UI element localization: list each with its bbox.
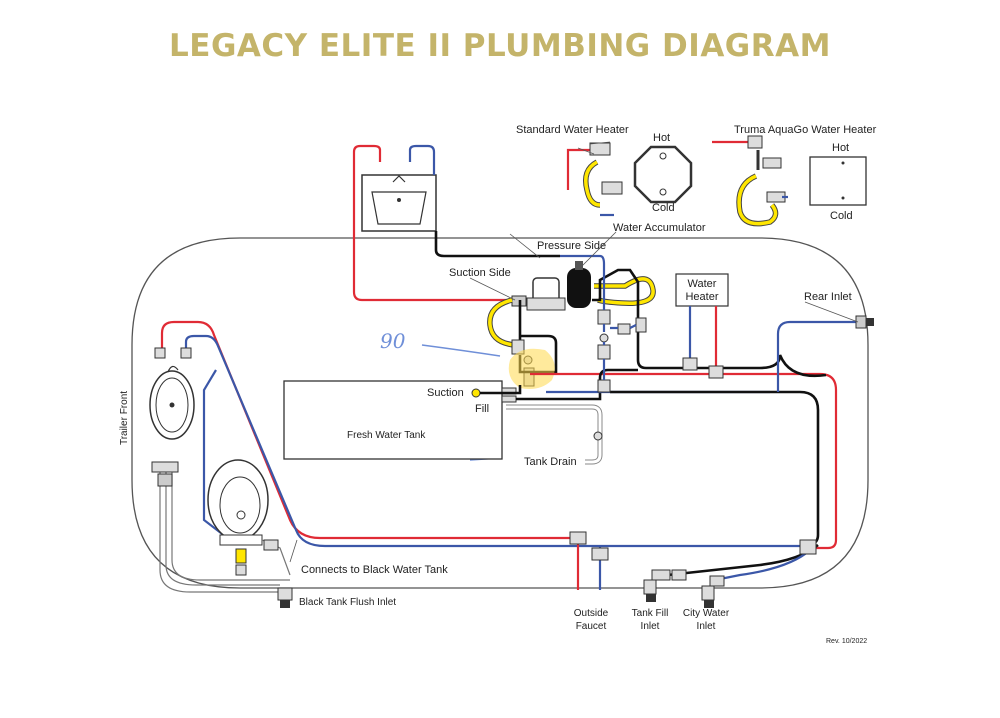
tank-suction-line [480,385,522,395]
manifold-cold-link [602,280,637,380]
handwritten-note: 90 [380,329,406,353]
label-connects-black-tank: Connects to Black Water Tank [301,564,448,576]
label-fresh-water-tank: Fresh Water Tank [347,430,426,441]
tank-drain [506,404,603,465]
label-fill: Fill [475,403,489,415]
label-tank-fill-1: Tank Fill [632,608,669,619]
label-standard-water-heater: Standard Water Heater [516,124,629,136]
bath-cold-line [184,334,810,548]
leader-lines [289,141,859,563]
suction-main-line [515,300,522,347]
sink-hot-line [352,144,512,302]
accumulator-line [592,268,700,370]
tank-flush-valve [151,461,179,487]
city-water-inlet-fittings [701,539,817,608]
label-rear-inlet: Rear Inlet [804,291,852,303]
pressure-to-heater-line [700,354,827,378]
truma-panel [809,156,867,206]
tank-fill-inlet-fittings [643,569,687,602]
pressure-cold-line [560,254,606,280]
handwritten-annotation: 90 [380,329,501,461]
label-outside-faucet-1: Outside [574,608,609,619]
pressure-manifold [597,309,647,393]
label-water-heater-1: Water [688,278,717,290]
tank-fill-line [516,388,602,401]
label-tank-drain: Tank Drain [524,456,577,468]
highlight-mark [508,348,555,389]
water-accumulator [567,261,591,308]
label-water-accumulator: Water Accumulator [613,222,706,234]
city-water-line [598,368,638,388]
black-tank-flush-inlet-fitting [277,587,293,608]
label-cold-truma: Cold [830,210,853,222]
suction-hose [488,298,516,347]
trailer-outline [131,237,869,589]
label-tank-fill-2: Inlet [641,621,660,632]
label-city-water-2: Inlet [697,621,716,632]
label-revision: Rev. 10/2022 [826,638,867,645]
label-trailer-front: Trailer Front [119,391,130,445]
label-outside-faucet-2: Faucet [576,621,607,632]
rear-connection-line [610,390,820,547]
sink-pressure-line [434,231,560,258]
truma-heater-fittings [712,135,788,227]
water-heater-box [675,273,729,307]
label-pressure-side: Pressure Side [537,240,606,252]
label-suction-side: Suction Side [449,267,511,279]
label-suction: Suction [427,387,464,399]
accumulator-hose [594,277,655,305]
kitchen-sink [361,174,437,232]
page-title: LEGACY ELITE II PLUMBING DIAGRAM [169,28,831,64]
fresh-water-tank [283,380,503,460]
standard-water-heater-fittings [566,142,623,217]
toilet-cold-line [202,369,231,541]
black-tank-connector [263,539,279,551]
outside-faucet-tees [569,531,609,561]
standard-heater-panel [633,145,693,204]
label-cold-standard: Cold [652,202,675,214]
bathroom-sink [149,347,195,440]
toilet [207,459,269,576]
black-tank-flush-lines [159,470,291,593]
sink-cold-line [408,144,436,175]
suction-hose-outline [487,297,516,348]
pump-bypass-line [518,334,558,374]
label-black-tank-flush: Black Tank Flush Inlet [299,597,396,608]
hot-main-line [530,372,838,550]
label-water-heater-2: Heater [685,291,718,303]
label-hot-standard: Hot [653,132,670,144]
label-truma-heater: Truma AquaGo Water Heater [734,124,877,136]
rear-inlet-fitting [855,315,874,329]
bath-hot-line [160,320,575,540]
label-city-water-1: City Water [683,608,730,619]
rear-inlet-line [776,320,858,392]
label-hot-truma: Hot [832,142,849,154]
heater-tees [682,357,724,379]
